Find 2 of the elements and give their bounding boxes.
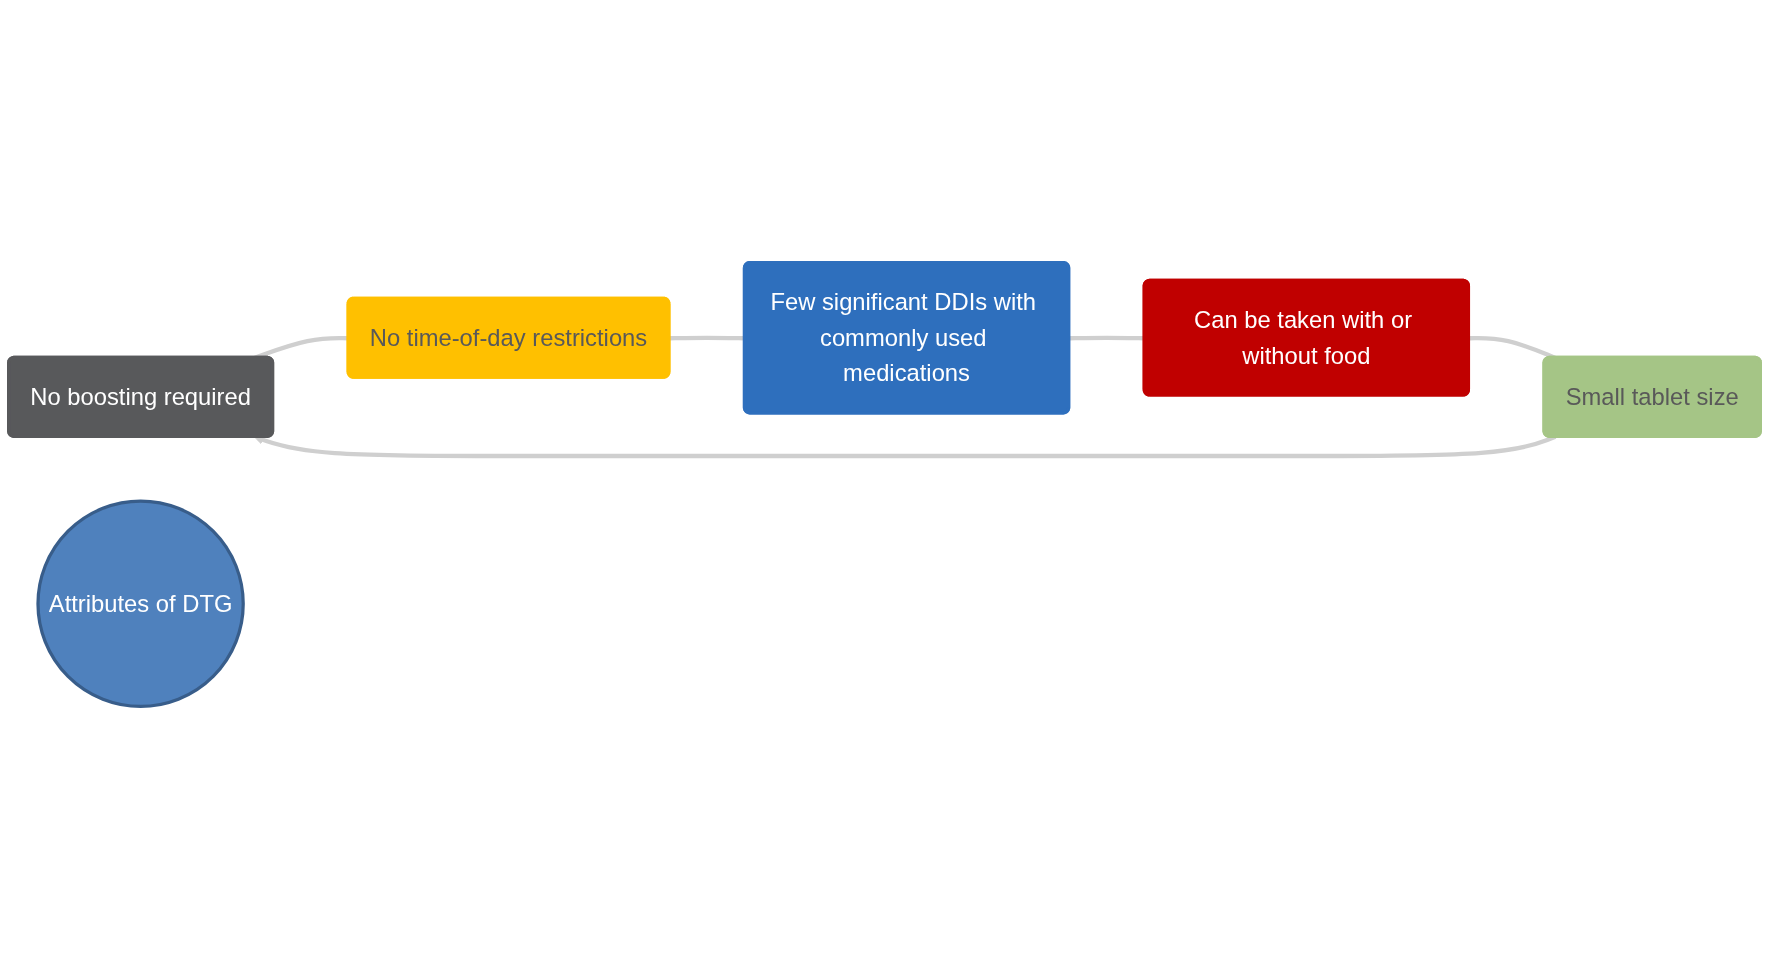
connector — [1069, 335, 1145, 341]
node-circle: Attributes of DTG — [36, 499, 245, 708]
